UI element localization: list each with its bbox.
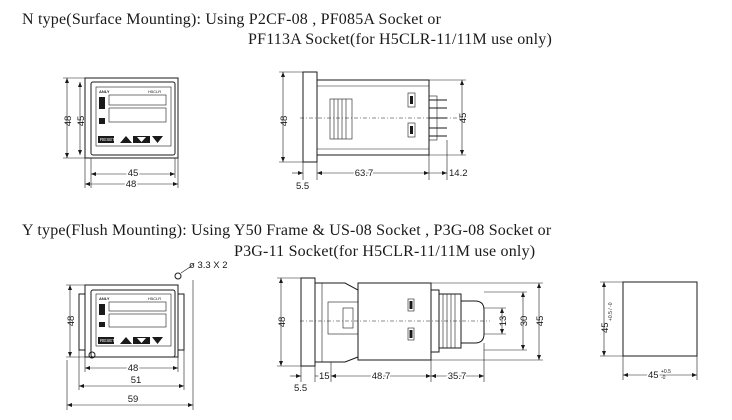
n-side-depth-a: 5.5: [296, 181, 309, 192]
y-front-w3: 59: [128, 394, 139, 405]
y-side-h-45: 45: [535, 316, 546, 327]
y-down-arrow-icon: [137, 338, 146, 343]
y-cutout-height-tol: +0.5 / -0: [608, 302, 614, 321]
n-side-depth-c: 14.2: [449, 168, 468, 179]
n-reset-button: [98, 136, 114, 143]
y-front-height: 48: [66, 316, 77, 327]
y-side-h-13: 13: [498, 316, 509, 327]
y-reset-label: RESET: [100, 338, 115, 343]
y-side-c: 48.7: [372, 371, 391, 382]
n-side-height-right: 45: [458, 113, 469, 124]
n-type-caption-line2: PF113A Socket(for H5CLR-11/11M use only): [248, 31, 552, 48]
y-mount-hole-bottom-icon: [88, 351, 96, 359]
y-up-arrow-icon: [120, 337, 132, 344]
n-model-label: H5CLR: [148, 89, 161, 94]
n-type-caption-line1: N type(Surface Mounting): Using P2CF-08 …: [22, 11, 442, 28]
n-front-width: 45: [128, 168, 139, 179]
y-model-label: H5CLR: [148, 296, 161, 301]
y-type-front-view: ANLY H5CLR RESET ø 3.3 X 2 48 48 51: [66, 260, 228, 410]
y-front-w1: 48: [128, 363, 139, 374]
n-brand-label: ANLY: [99, 89, 110, 94]
n-side-depth-b: 63.7: [355, 168, 374, 179]
y-cutout-width-tol-bottom: -0: [661, 375, 666, 381]
n-front-outer-width: 48: [126, 179, 137, 190]
n-down-arrow-icon: [137, 137, 146, 142]
y-type-caption-line2: P3G-11 Socket(for H5CLR-11/11M use only): [234, 243, 536, 260]
y-type-side-view: 48 13 30 45 5.5 15 48.7 35.7: [277, 277, 546, 394]
y-type-caption-line1: Y type(Flush Mounting): Using Y50 Frame …: [22, 222, 552, 239]
n-side-height: 48: [279, 116, 290, 127]
n-reset-label: RESET: [100, 137, 115, 142]
y-side-h-30: 30: [519, 316, 530, 327]
y-front-w2: 51: [131, 375, 142, 386]
y-reset-button: [98, 337, 114, 344]
n-type-front-view: ANLY H5CLR RESET 48 45 45 48: [63, 77, 179, 192]
y-hole-callout: ø 3.3 X 2: [189, 260, 228, 271]
y-side-a: 5.5: [294, 383, 307, 394]
n-front-height-inner: 45: [76, 116, 87, 127]
n-knurl-icon: [333, 99, 347, 139]
n-type-side-view: 48 45 63.7 14.2 5.5: [279, 71, 469, 192]
y-cutout-height: 45: [600, 322, 611, 333]
y-cutout-width-tol-top: +0.5: [661, 369, 671, 375]
n-up-arrow-icon: [120, 136, 132, 143]
y-type-panel-cutout: 45 +0.5 / -0 45 +0.5 -0: [600, 281, 698, 383]
y-mount-hole-top-icon: [174, 272, 182, 280]
y-side-height: 48: [277, 317, 288, 328]
y-side-d: 35.7: [448, 371, 467, 382]
y-cutout-width: 45: [648, 370, 659, 381]
n-front-height-outer: 48: [63, 116, 74, 127]
y-brand-label: ANLY: [99, 296, 110, 301]
y-side-b: 15: [319, 371, 330, 382]
